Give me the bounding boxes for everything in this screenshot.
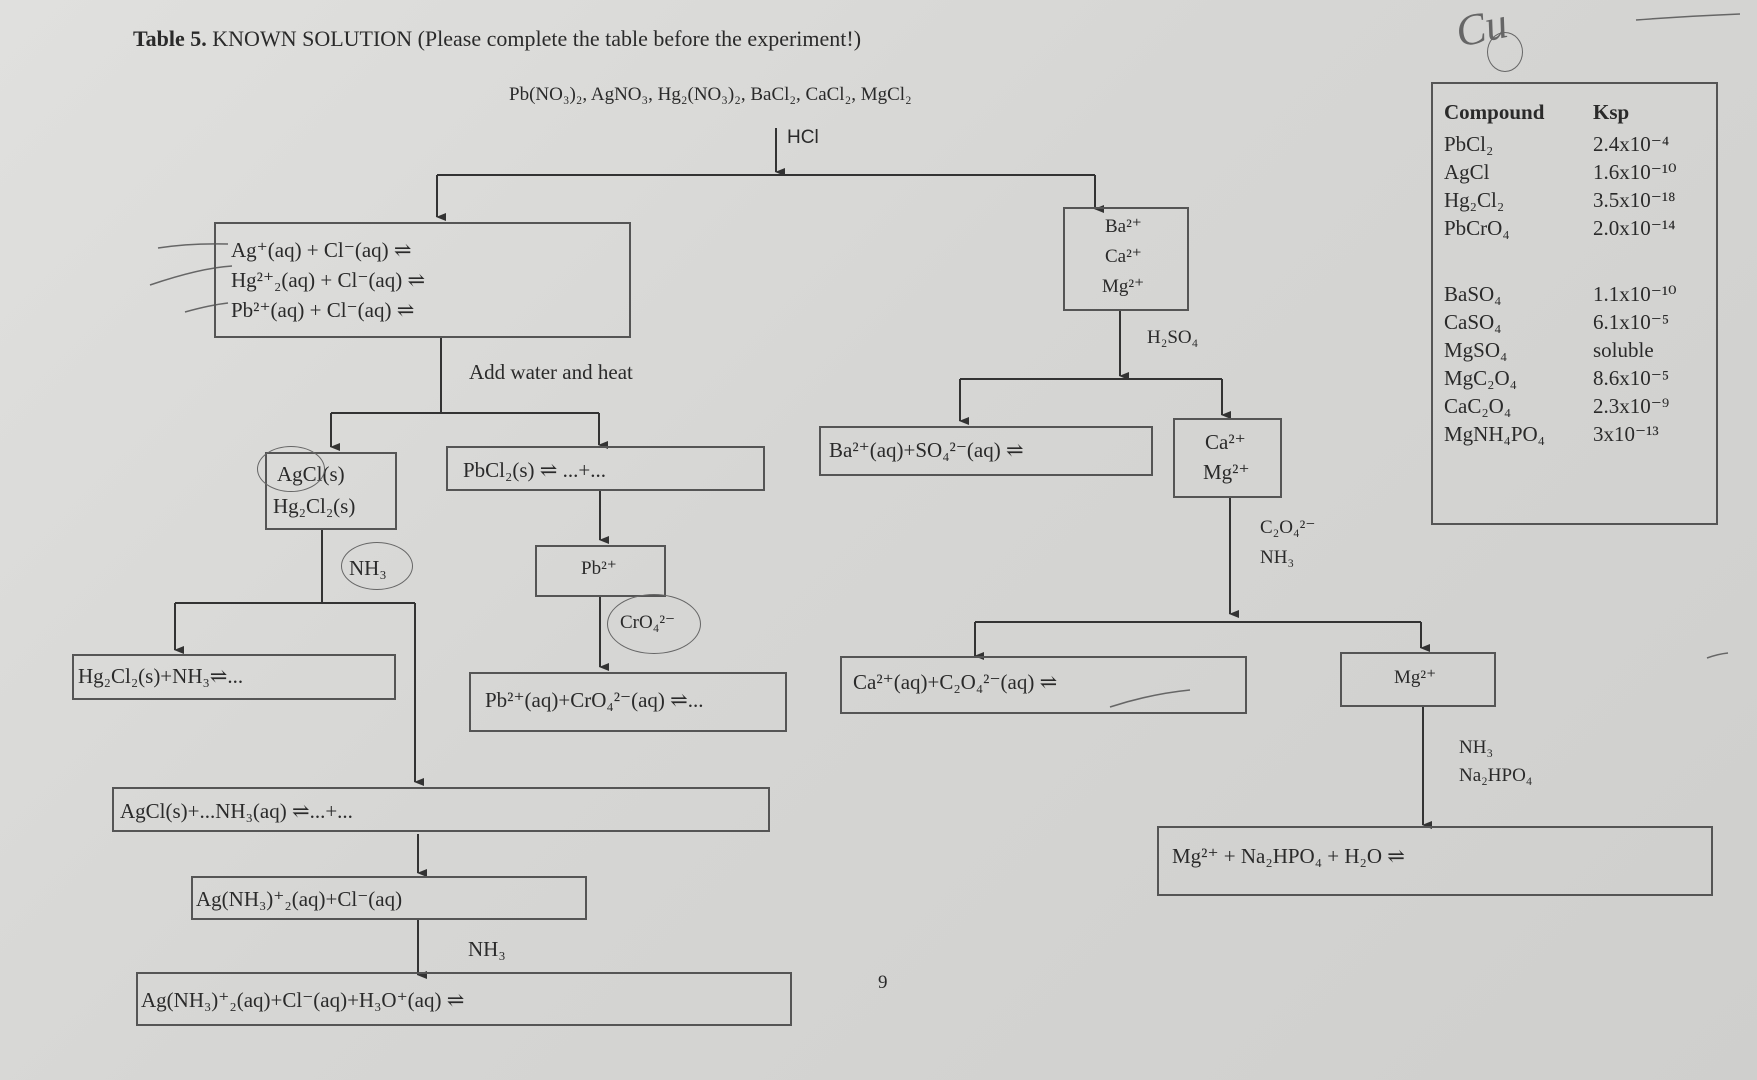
reagent-nh3-2: NH₃ [468,937,506,961]
mg-hpo4-eq: Mg²⁺ + Na₂HPO₄ + H₂O ⇌ [1172,844,1405,868]
ag-complex-h3o-box: Ag(NH₃)⁺₂(aq)+Cl⁻(aq)+H₃O⁺(aq) ⇌ [136,972,792,1026]
ca-mg-ca: Ca²⁺ [1205,430,1246,454]
page-number: 9 [878,972,888,993]
table-title-text: KNOWN SOLUTION (Please complete the tabl… [212,26,862,51]
ksp-row-compound: CaSO₄ [1444,310,1502,334]
reagent-h2so4: H₂SO₄ [1147,327,1199,348]
hg2cl2-label: Hg₂Cl₂(s) [273,494,356,518]
table-title-label: Table 5. [133,26,207,51]
reagent-nh3-c2o4: NH₃ [1260,547,1295,568]
mg-hpo4-box: Mg²⁺ + Na₂HPO₄ + H₂O ⇌ [1157,826,1713,896]
agcl-nh3-box: AgCl(s)+...NH₃(aq) ⇌...+... [112,787,770,832]
ksp-row-value: 8.6x10⁻⁵ [1593,366,1670,390]
ag-complex-h3o-eq: Ag(NH₃)⁺₂(aq)+Cl⁻(aq)+H₃O⁺(aq) ⇌ [141,988,465,1012]
agcl-nh3-eq: AgCl(s)+...NH₃(aq) ⇌...+... [120,799,353,823]
ksp-row-value: 2.3x10⁻⁹ [1593,394,1670,418]
pb-cro4-eq: Pb²⁺(aq)+CrO₄²⁻(aq) ⇌... [485,688,704,712]
ion-ba: Ba²⁺ [1105,216,1142,237]
ksp-row-value: 6.1x10⁻⁵ [1593,310,1670,334]
ag-complex-eq: Ag(NH₃)⁺₂(aq)+Cl⁻(aq) [196,887,403,911]
ksp-row-value: 2.0x10⁻¹⁴ [1593,216,1676,240]
ca-c2o4-box: Ca²⁺(aq)+C₂O₄²⁻(aq) ⇌ [840,656,1247,714]
pb-ion-box: Pb²⁺ [535,545,666,597]
ion-mg: Mg²⁺ [1102,276,1145,297]
pencil-circle-agcl [257,446,325,492]
mg-ion-box: Mg²⁺ [1340,652,1496,707]
ksp-row-compound: MgSO₄ [1444,338,1508,362]
group1-equations-box: Ag⁺(aq) + Cl⁻(aq) ⇌ Hg²⁺₂(aq) + Cl⁻(aq) … [214,222,631,338]
ksp-row-compound: PbCl₂ [1444,132,1494,156]
pbcl2-eq: PbCl₂(s) ⇌ ...+... [463,458,606,482]
reagent-na2hpo4: Na₂HPO₄ [1459,765,1533,786]
pencil-circle-note [1487,32,1523,72]
ksp-row-compound: Hg₂Cl₂ [1444,188,1505,212]
pb-ion-label: Pb²⁺ [581,558,617,579]
ca-mg-box: Ca²⁺ Mg²⁺ [1173,418,1282,498]
hg2cl2-nh3-eq: Hg₂Cl₂(s)+NH₃⇌... [78,664,244,688]
start-solution: Pb(NO₃)₂, AgNO₃, Hg₂(NO₃)₂, BaCl₂, CaCl₂… [509,84,912,105]
ksp-row-value: 1.1x10⁻¹⁰ [1593,282,1677,306]
reagent-water-heat: Add water and heat [469,360,633,384]
group2-ions-box: Ba²⁺ Ca²⁺ Mg²⁺ [1063,207,1189,311]
ca-c2o4-eq: Ca²⁺(aq)+C₂O₄²⁻(aq) ⇌ [853,670,1058,694]
ksp-row-compound: AgCl [1444,160,1490,184]
pencil-circle-nh3 [341,542,413,590]
table-title: Table 5. KNOWN SOLUTION (Please complete… [133,28,861,50]
eq-pb-cl: Pb²⁺(aq) + Cl⁻(aq) ⇌ [231,298,415,322]
ksp-row-value: 3x10⁻¹³ [1593,422,1659,446]
ba-so4-eq: Ba²⁺(aq)+SO₄²⁻(aq) ⇌ [829,438,1024,462]
ksp-row-value: 2.4x10⁻⁴ [1593,132,1670,156]
ksp-row-compound: PbCrO₄ [1444,216,1510,240]
ag-complex-box: Ag(NH₃)⁺₂(aq)+Cl⁻(aq) [191,876,587,920]
ca-mg-mg: Mg²⁺ [1203,460,1250,484]
ksp-row-value: 3.5x10⁻¹⁸ [1593,188,1676,212]
ksp-header-compound: Compound [1444,100,1545,124]
ksp-row-compound: MgNH₄PO₄ [1444,422,1545,446]
reagent-hcl: HCl [787,127,819,148]
ksp-table: Compound Ksp PbCl₂ 2.4x10⁻⁴ AgCl 1.6x10⁻… [1431,82,1718,525]
reagent-c2o4: C₂O₄²⁻ [1260,517,1316,538]
hg2cl2-nh3-box: Hg₂Cl₂(s)+NH₃⇌... [72,654,396,700]
pencil-circle-cro4 [607,594,701,654]
pb-cro4-box: Pb²⁺(aq)+CrO₄²⁻(aq) ⇌... [469,672,787,732]
ksp-row-compound: CaC₂O₄ [1444,394,1512,418]
ksp-row-compound: MgC₂O₄ [1444,366,1517,390]
reagent-nh3-mg: NH₃ [1459,737,1494,758]
pbcl2-box: PbCl₂(s) ⇌ ...+... [446,446,765,491]
eq-ag-cl: Ag⁺(aq) + Cl⁻(aq) ⇌ [231,238,412,262]
ksp-row-value: 1.6x10⁻¹⁰ [1593,160,1677,184]
ksp-row-compound: BaSO₄ [1444,282,1502,306]
ion-ca: Ca²⁺ [1105,246,1142,267]
mg-ion-label: Mg²⁺ [1394,667,1437,688]
ksp-row-value: soluble [1593,338,1654,362]
eq-hg-cl: Hg²⁺₂(aq) + Cl⁻(aq) ⇌ [231,268,426,292]
ba-so4-box: Ba²⁺(aq)+SO₄²⁻(aq) ⇌ [819,426,1153,476]
ksp-header-value: Ksp [1593,100,1630,124]
